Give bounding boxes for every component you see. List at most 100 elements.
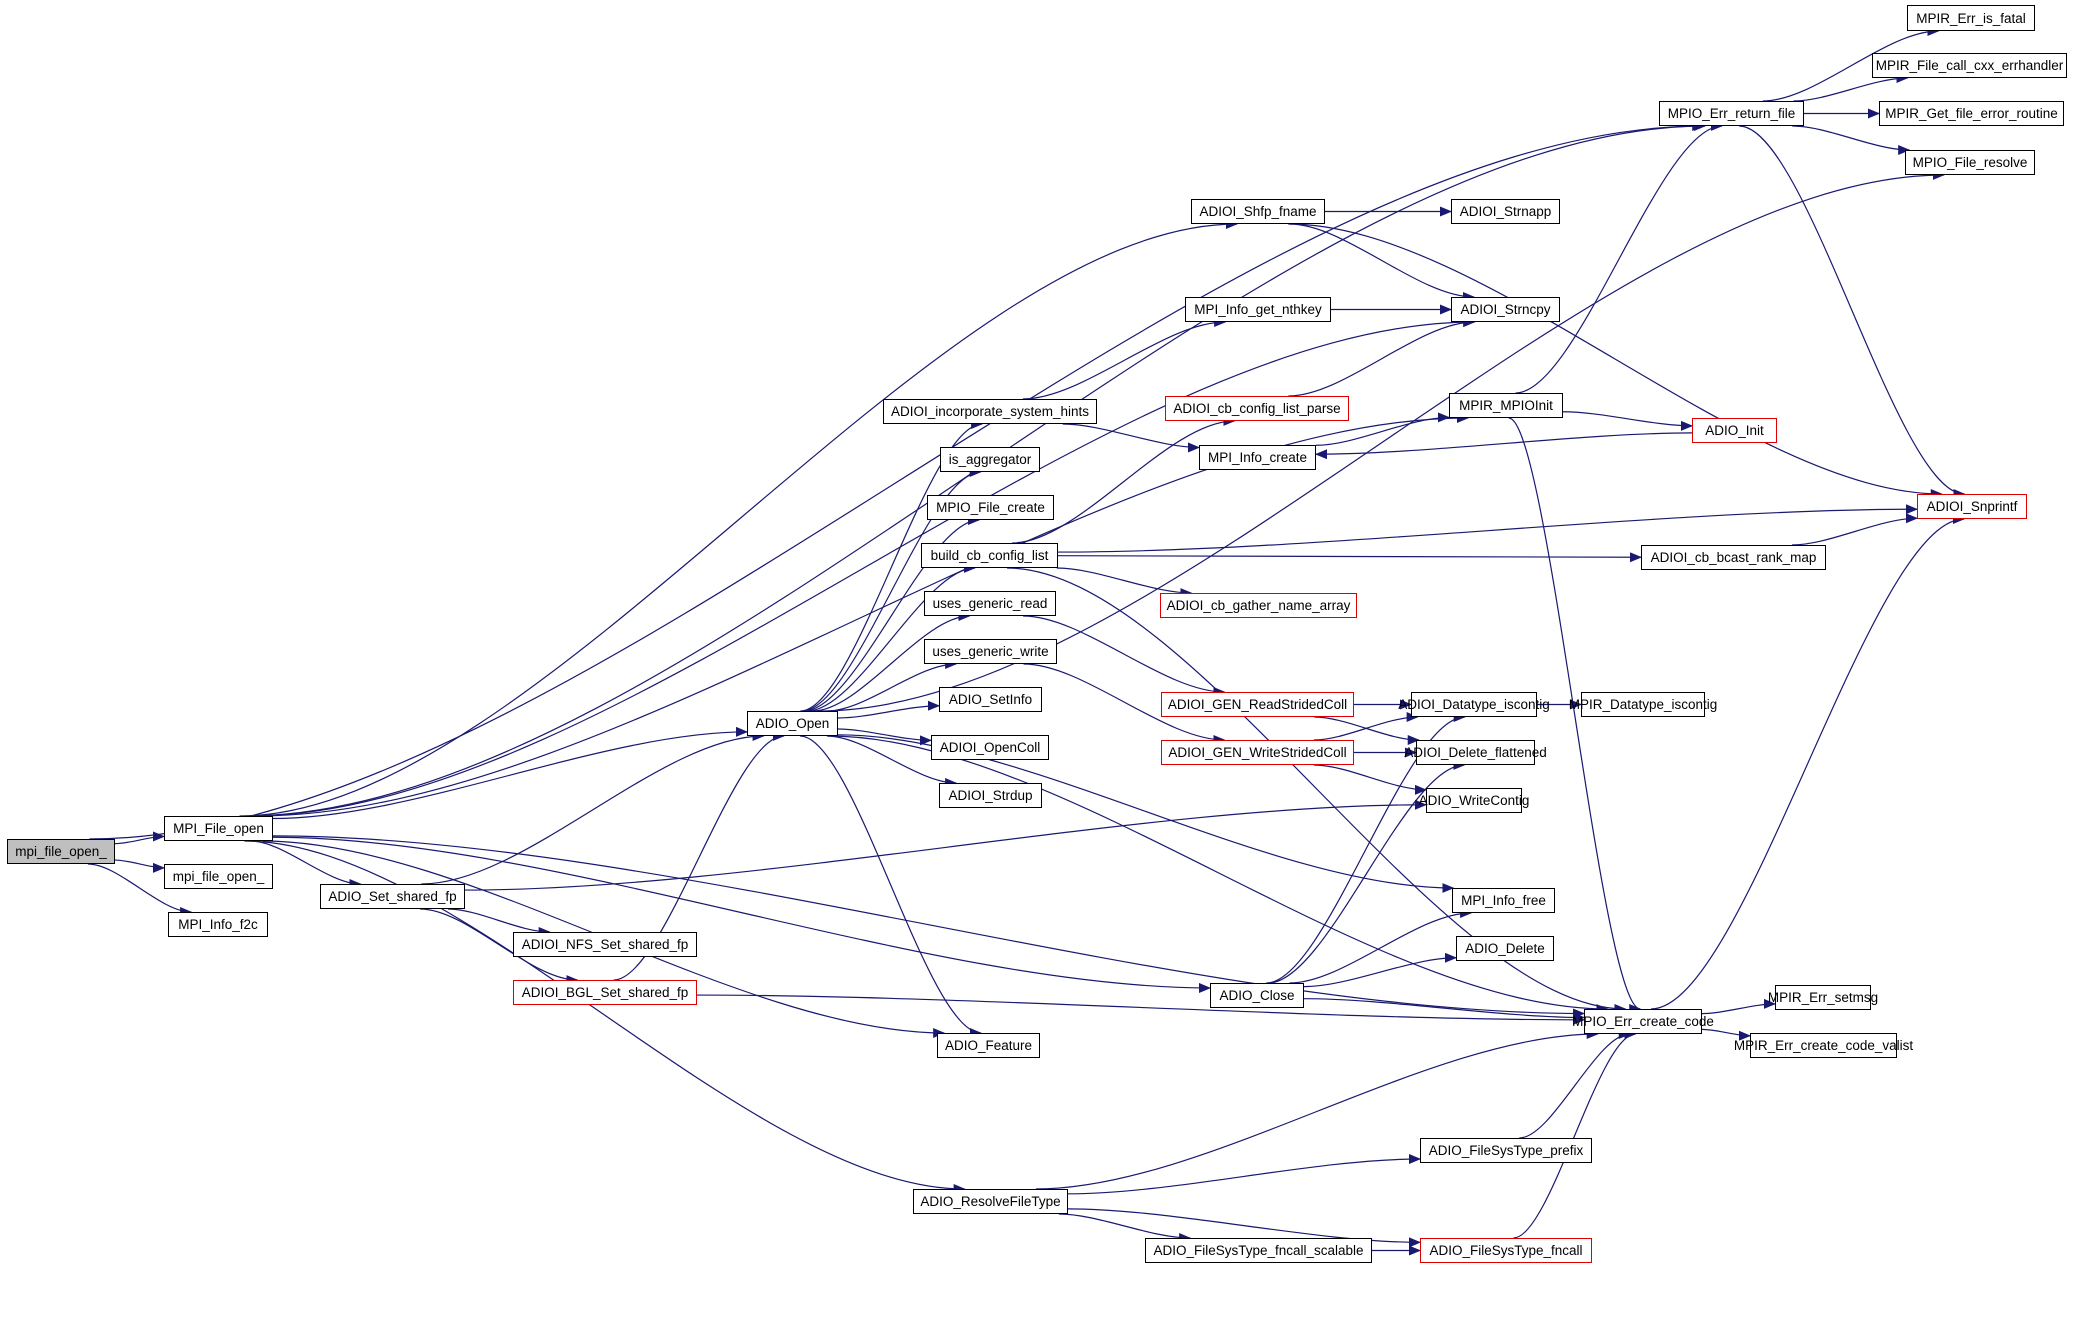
call-edge xyxy=(114,831,165,845)
graph-node[interactable]: ADIO_FileSysType_fncall_scalable xyxy=(1145,1238,1372,1263)
graph-node[interactable]: is_aggregator xyxy=(940,447,1040,472)
graph-node[interactable]: ADIO_FileSysType_fncall xyxy=(1420,1238,1592,1263)
graph-node[interactable]: ADIOI_Strncpy xyxy=(1451,297,1560,322)
graph-node[interactable]: ADIOI_Datatype_iscontig xyxy=(1398,692,1550,717)
call-edge xyxy=(87,863,193,917)
call-edge xyxy=(1762,26,1940,102)
call-edge xyxy=(1313,764,1427,795)
call-edge xyxy=(1266,712,1466,984)
graph-node[interactable]: MPIO_Err_create_code xyxy=(1572,1009,1714,1034)
graph-node[interactable]: MPIR_Err_setmsg xyxy=(1768,985,1878,1010)
graph-node[interactable]: ADIOI_Delete_flattened xyxy=(1404,740,1547,765)
graph-node[interactable]: ADIOI_GEN_WriteStridedColl xyxy=(1161,740,1354,765)
graph-node[interactable]: build_cb_config_list xyxy=(921,543,1058,568)
call-edge xyxy=(1793,73,1909,102)
call-edge xyxy=(1067,1154,1421,1195)
graph-node[interactable]: ADIOI_GEN_ReadStridedColl xyxy=(1161,692,1354,717)
call-edge xyxy=(837,728,932,746)
graph-node[interactable]: ADIOI_BGL_Set_shared_fp xyxy=(513,980,697,1005)
call-edge xyxy=(803,515,981,712)
graph-node[interactable]: MPI_Info_get_nthkey xyxy=(1185,297,1331,322)
graph-node[interactable]: mpi_file_open_ xyxy=(164,864,273,889)
call-edge xyxy=(1288,223,1943,499)
graph-node[interactable]: MPIO_Err_return_file xyxy=(1659,101,1804,126)
graph-node[interactable]: ADIO_SetInfo xyxy=(939,687,1042,712)
graph-node[interactable]: MPI_Info_f2c xyxy=(168,912,268,937)
call-edge xyxy=(1289,908,1473,984)
graph-node[interactable]: ADIO_Close xyxy=(1210,983,1304,1008)
graph-node[interactable]: ADIOI_Shfp_fname xyxy=(1191,199,1325,224)
call-edge xyxy=(272,836,1211,993)
graph-node[interactable]: ADIO_WriteContig xyxy=(1419,788,1529,813)
call-edge xyxy=(1303,998,1585,1023)
call-edge xyxy=(1650,514,1966,1010)
call-edge xyxy=(1035,1029,1599,1190)
graph-node[interactable]: MPI_Info_free xyxy=(1452,888,1555,913)
graph-node[interactable]: ADIO_Feature xyxy=(937,1033,1040,1058)
call-edge xyxy=(807,563,976,712)
call-edge xyxy=(1508,417,1642,1014)
graph-node[interactable]: uses_generic_write xyxy=(924,639,1057,664)
call-edge xyxy=(801,467,982,712)
call-edge xyxy=(1701,1028,1751,1041)
graph-node[interactable]: ADIOI_cb_gather_name_array xyxy=(1160,593,1357,618)
graph-node[interactable]: ADIOI_cb_config_list_parse xyxy=(1165,396,1349,421)
graph-node[interactable]: MPI_File_open xyxy=(164,816,273,841)
graph-node[interactable]: ADIO_Delete xyxy=(1456,936,1554,961)
call-edge xyxy=(249,317,1476,817)
graph-node[interactable]: ADIO_ResolveFileType xyxy=(913,1189,1068,1214)
call-edge xyxy=(464,799,1427,891)
graph-node[interactable]: ADIO_Init xyxy=(1692,418,1777,443)
call-edge xyxy=(421,731,765,885)
graph-node[interactable]: ADIO_Open xyxy=(747,711,838,736)
call-edge xyxy=(813,611,971,712)
call-edge xyxy=(272,726,748,820)
graph-node[interactable]: MPIR_File_call_cxx_errhandler xyxy=(1872,53,2067,78)
graph-node[interactable]: ADIOI_Strnapp xyxy=(1451,199,1560,224)
graph-node[interactable]: ADIOI_cb_bcast_rank_map xyxy=(1641,545,1826,570)
call-edge xyxy=(1067,1208,1421,1248)
call-edge xyxy=(1792,125,1911,155)
call-edge xyxy=(89,121,1705,840)
graph-node[interactable]: MPIR_Get_file_error_routine xyxy=(1879,101,2064,126)
call-edge xyxy=(1057,552,1642,563)
call-edge xyxy=(1315,432,1693,460)
call-edge xyxy=(800,735,982,1038)
graph-node[interactable]: MPI_Info_create xyxy=(1199,445,1316,470)
graph-node[interactable]: mpi_file_open_ xyxy=(7,839,115,864)
graph-node[interactable]: MPIR_MPIOInit xyxy=(1449,393,1563,418)
call-edge xyxy=(1513,1029,1637,1239)
graph-node[interactable]: MPIR_Err_create_code_valist xyxy=(1734,1033,1913,1058)
call-edge xyxy=(244,840,966,1194)
graph-node[interactable]: ADIO_FileSysType_prefix xyxy=(1420,1138,1592,1163)
graph-node[interactable]: uses_generic_read xyxy=(924,591,1056,616)
call-edge xyxy=(1023,615,1226,697)
graph-node[interactable]: MPIO_File_resolve xyxy=(1905,150,2035,175)
call-edge xyxy=(1701,998,1776,1015)
graph-node[interactable]: ADIOI_Snprintf xyxy=(1917,494,2027,519)
call-edge xyxy=(828,735,1609,1014)
call-edge xyxy=(818,170,1945,712)
graph-node[interactable]: ADIOI_OpenColl xyxy=(931,735,1049,760)
call-edge xyxy=(1056,567,1193,598)
graph-node[interactable]: MPIR_Datatype_iscontig xyxy=(1569,692,1717,717)
call-edge xyxy=(837,734,1455,893)
call-edge xyxy=(1022,317,1227,400)
call-edge xyxy=(1313,712,1419,741)
call-edge xyxy=(1057,504,1918,553)
call-edge xyxy=(1515,121,1723,394)
call-edge xyxy=(1288,317,1476,397)
call-edge xyxy=(1023,663,1226,745)
graph-node[interactable]: ADIOI_NFS_Set_shared_fp xyxy=(513,932,697,957)
graph-node[interactable]: ADIOI_incorporate_system_hints xyxy=(883,399,1097,424)
graph-node[interactable]: ADIO_Set_shared_fp xyxy=(320,884,465,909)
call-edge xyxy=(1007,567,1627,1014)
call-edge xyxy=(420,908,579,985)
graph-node[interactable]: MPIR_Err_is_fatal xyxy=(1907,5,2035,31)
graph-node[interactable]: ADIOI_Strdup xyxy=(939,783,1042,808)
graph-node[interactable]: MPIO_File_create xyxy=(927,495,1054,520)
call-edge xyxy=(1012,416,1236,544)
call-edge xyxy=(1303,952,1457,988)
call-edge xyxy=(1739,125,1966,499)
